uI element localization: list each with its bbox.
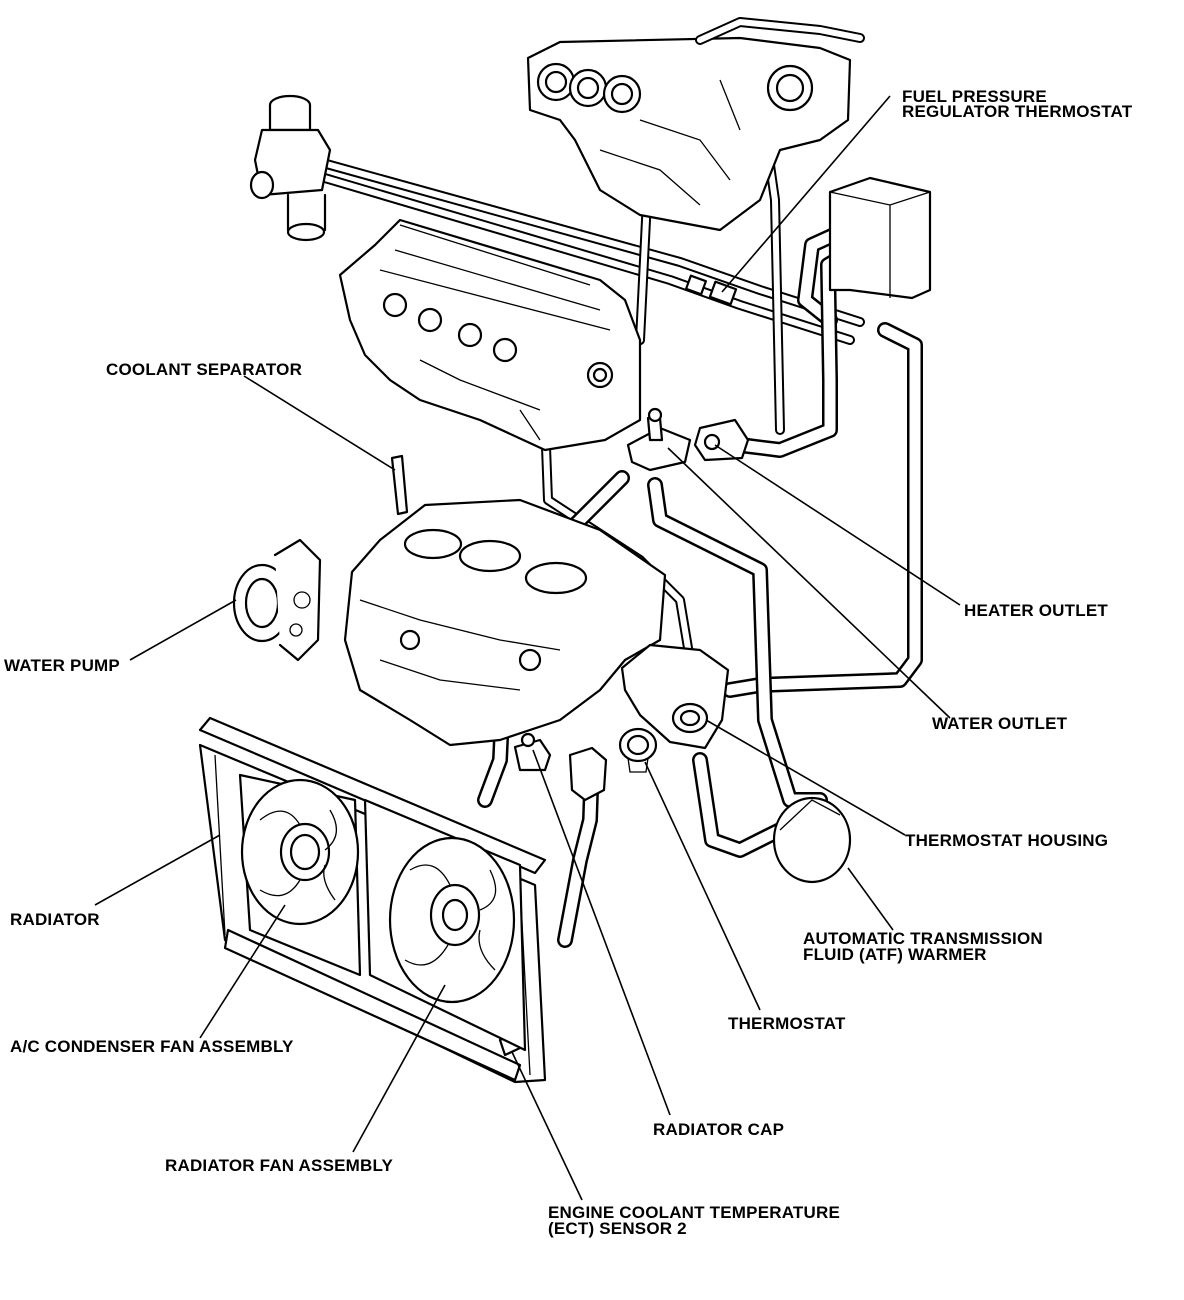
label-thermostat: THERMOSTAT [728, 1014, 846, 1033]
leader-lines [94, 95, 961, 1201]
label-ect-sensor-2: ENGINE COOLANT TEMPERATURE (ECT) SENSOR … [548, 1203, 845, 1238]
thermostat-housing [620, 643, 730, 750]
heater-core [828, 176, 932, 300]
label-fuel-pressure-regulator-thermostat: FUEL PRESSURE REGULATOR THERMOSTAT [902, 87, 1133, 121]
leader-water-outlet [667, 447, 951, 719]
radiator-fan [363, 798, 527, 1052]
fuel-pressure-regulator-thermostat [684, 274, 738, 306]
label-ac-condenser-fan-assembly: A/C CONDENSER FAN ASSEMBLY [10, 1037, 294, 1056]
leader-ect-sensor-2 [511, 1051, 583, 1201]
heater-outlet [693, 418, 750, 462]
water-passage [249, 94, 332, 242]
label-atf-warmer: AUTOMATIC TRANSMISSION FLUID (ATF) WARME… [803, 929, 1048, 964]
leader-radiator-cap [532, 749, 671, 1116]
labels: FUEL PRESSURE REGULATOR THERMOSTAT COOLA… [4, 87, 1133, 1238]
ac-condenser-fan [238, 773, 362, 977]
label-radiator-fan-assembly: RADIATOR FAN ASSEMBLY [165, 1156, 394, 1175]
label-heater-outlet: HEATER OUTLET [964, 601, 1108, 620]
coolant-separator [390, 454, 409, 516]
thermostat [618, 727, 658, 773]
atf-warmer [772, 796, 852, 884]
label-water-pump: WATER PUMP [4, 656, 120, 675]
label-water-outlet: WATER OUTLET [932, 714, 1068, 733]
leader-coolant-separator [243, 375, 396, 471]
leader-water-pump [129, 599, 237, 661]
cylinder-head [338, 218, 642, 452]
label-coolant-separator: COOLANT SEPARATOR [106, 360, 302, 379]
leader-atf-warmer [847, 867, 894, 931]
intake-manifold [526, 17, 865, 232]
water-outlet [626, 407, 692, 472]
water-pump [232, 538, 322, 662]
label-thermostat-housing: THERMOSTAT HOUSING [905, 831, 1108, 850]
leader-ac-condenser-fan-assembly [199, 904, 286, 1039]
leader-fuel-pressure-regulator-thermostat [721, 95, 891, 293]
leader-thermostat [644, 761, 761, 1011]
leader-radiator-fan-assembly [352, 984, 446, 1153]
leader-radiator [94, 834, 221, 906]
leader-heater-outlet [714, 444, 961, 606]
engine-block [343, 498, 667, 747]
label-radiator-cap: RADIATOR CAP [653, 1120, 784, 1139]
label-radiator: RADIATOR [10, 910, 100, 929]
lower-hose-fitting [568, 746, 608, 802]
leader-thermostat-housing [705, 719, 906, 836]
